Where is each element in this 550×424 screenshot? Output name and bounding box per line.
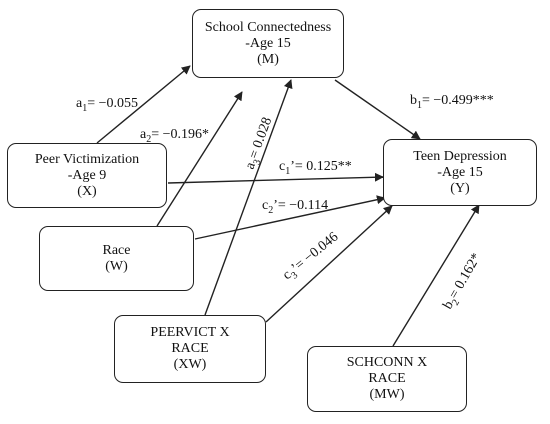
node-race: Race (W) — [39, 226, 194, 291]
node-peer-victimization: Peer Victimization -Age 9 (X) — [7, 143, 167, 208]
node-peervict-x-race: PEERVICT X RACE (XW) — [114, 315, 266, 383]
node-school-connectedness: School Connectedness -Age 15 (M) — [192, 9, 344, 78]
path-label-c3-prime: c3’= −0.046 — [280, 229, 343, 285]
node-line: (X) — [77, 183, 97, 199]
node-line: (W) — [105, 258, 128, 274]
node-line: (XW) — [173, 357, 207, 372]
arrow-w-to-y — [194, 195, 386, 240]
arrow-m-to-y — [334, 79, 421, 140]
node-schconn-x-race: SCHCONN X RACE (MW) — [307, 346, 467, 412]
path-label-c1-prime: c1’= 0.125** — [279, 159, 352, 177]
node-line: Teen Depression — [413, 148, 507, 164]
node-line: (Y) — [450, 180, 470, 196]
arrow-xw-to-m — [204, 79, 293, 316]
node-line: Race — [102, 242, 131, 258]
path-label-c2-prime: c2’= −0.114 — [262, 198, 328, 216]
path-label-a3: a3= 0.028 — [243, 115, 278, 172]
arrow-mw-to-y — [392, 204, 480, 347]
arrow-w-to-m — [156, 91, 243, 227]
path-label-a2: a2= −0.196* — [140, 127, 209, 145]
node-line: SCHCONN X — [346, 355, 428, 370]
node-line: Peer Victimization — [34, 151, 140, 167]
path-label-b1: b1= −0.499*** — [410, 93, 494, 111]
node-line: RACE — [368, 371, 406, 386]
path-label-b2: b2= 0.162* — [440, 251, 487, 314]
arrow-x-to-m — [96, 65, 191, 144]
node-line: -Age 15 — [245, 35, 291, 51]
arrow-x-to-y — [167, 172, 384, 184]
node-line: RACE — [171, 341, 209, 356]
path-label-a1: a1= −0.055 — [76, 96, 138, 114]
node-line: School Connectedness — [204, 19, 332, 35]
node-line: -Age 15 — [437, 164, 483, 180]
node-teen-depression: Teen Depression -Age 15 (Y) — [383, 139, 537, 206]
node-line: (M) — [257, 51, 279, 67]
node-line: PEERVICT X — [150, 325, 230, 340]
node-line: (MW) — [369, 387, 405, 402]
arrow-xw-to-y — [265, 205, 393, 323]
node-line: -Age 9 — [67, 167, 107, 183]
